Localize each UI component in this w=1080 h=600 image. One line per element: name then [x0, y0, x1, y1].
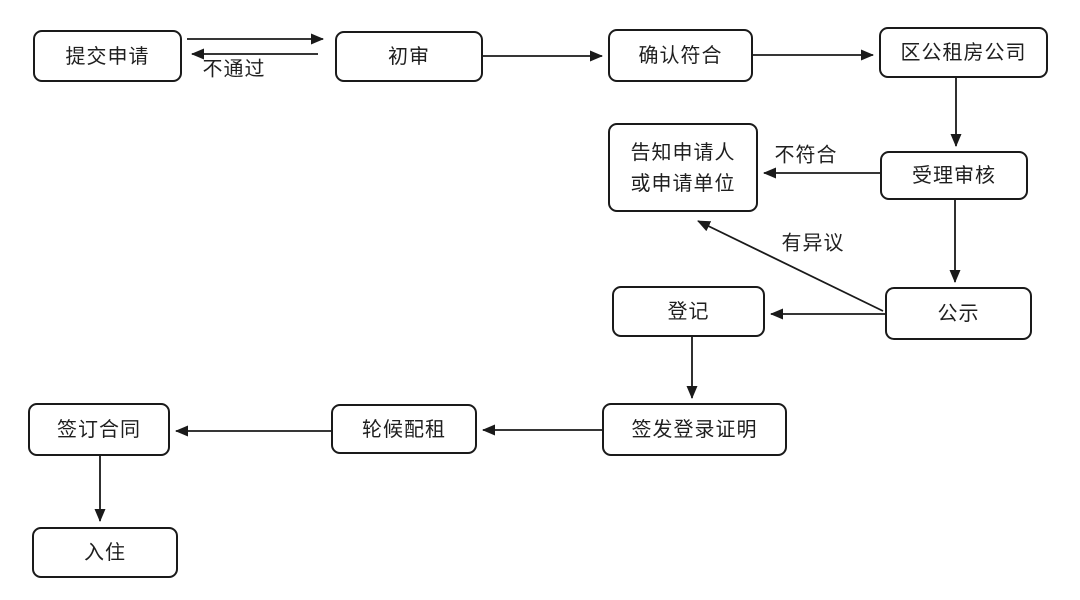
flow-node-label: 入住 [84, 540, 126, 564]
flow-node-accept-review: 受理审核 [880, 151, 1028, 200]
flow-node-label: 告知申请人 [630, 139, 736, 164]
flow-node-issue-certificate: 签发登录证明 [602, 403, 787, 456]
flow-node-initial-review: 初审 [335, 31, 483, 82]
flow-node-label: 或申请单位 [630, 170, 736, 195]
flow-node-label: 签订合同 [57, 417, 141, 441]
flow-node-move-in: 入住 [32, 527, 178, 578]
flow-node-notify-applicant: 告知申请人或申请单位 [608, 123, 758, 212]
flow-node-sign-contract: 签订合同 [28, 403, 170, 456]
flow-edge-publicity-to-notify-applicant [697, 220, 884, 312]
flow-edge-label: 有异议 [781, 230, 845, 255]
flow-node-label: 区公租房公司 [900, 40, 1027, 64]
flow-node-waitlist-allocation: 轮候配租 [331, 404, 477, 454]
flow-node-label: 受理审核 [912, 163, 996, 187]
flow-node-register: 登记 [612, 286, 765, 337]
flow-node-publicity: 公示 [885, 287, 1032, 340]
flow-node-label: 登记 [667, 299, 710, 323]
flow-edge-label: 不通过 [202, 56, 266, 81]
flow-node-confirm-eligible: 确认符合 [608, 29, 753, 82]
flow-edge-label: 不符合 [774, 142, 838, 167]
flow-node-label: 公示 [937, 301, 980, 325]
flow-node-label: 初审 [388, 44, 430, 68]
flow-node-label: 确认符合 [638, 43, 723, 67]
flow-node-label: 提交申请 [65, 43, 150, 68]
flow-node-label: 签发登录证明 [631, 417, 758, 441]
flow-node-submit-application: 提交申请 [33, 30, 182, 82]
flow-node-district-phc-company: 区公租房公司 [879, 27, 1048, 78]
flow-node-label: 轮候配租 [362, 416, 446, 441]
